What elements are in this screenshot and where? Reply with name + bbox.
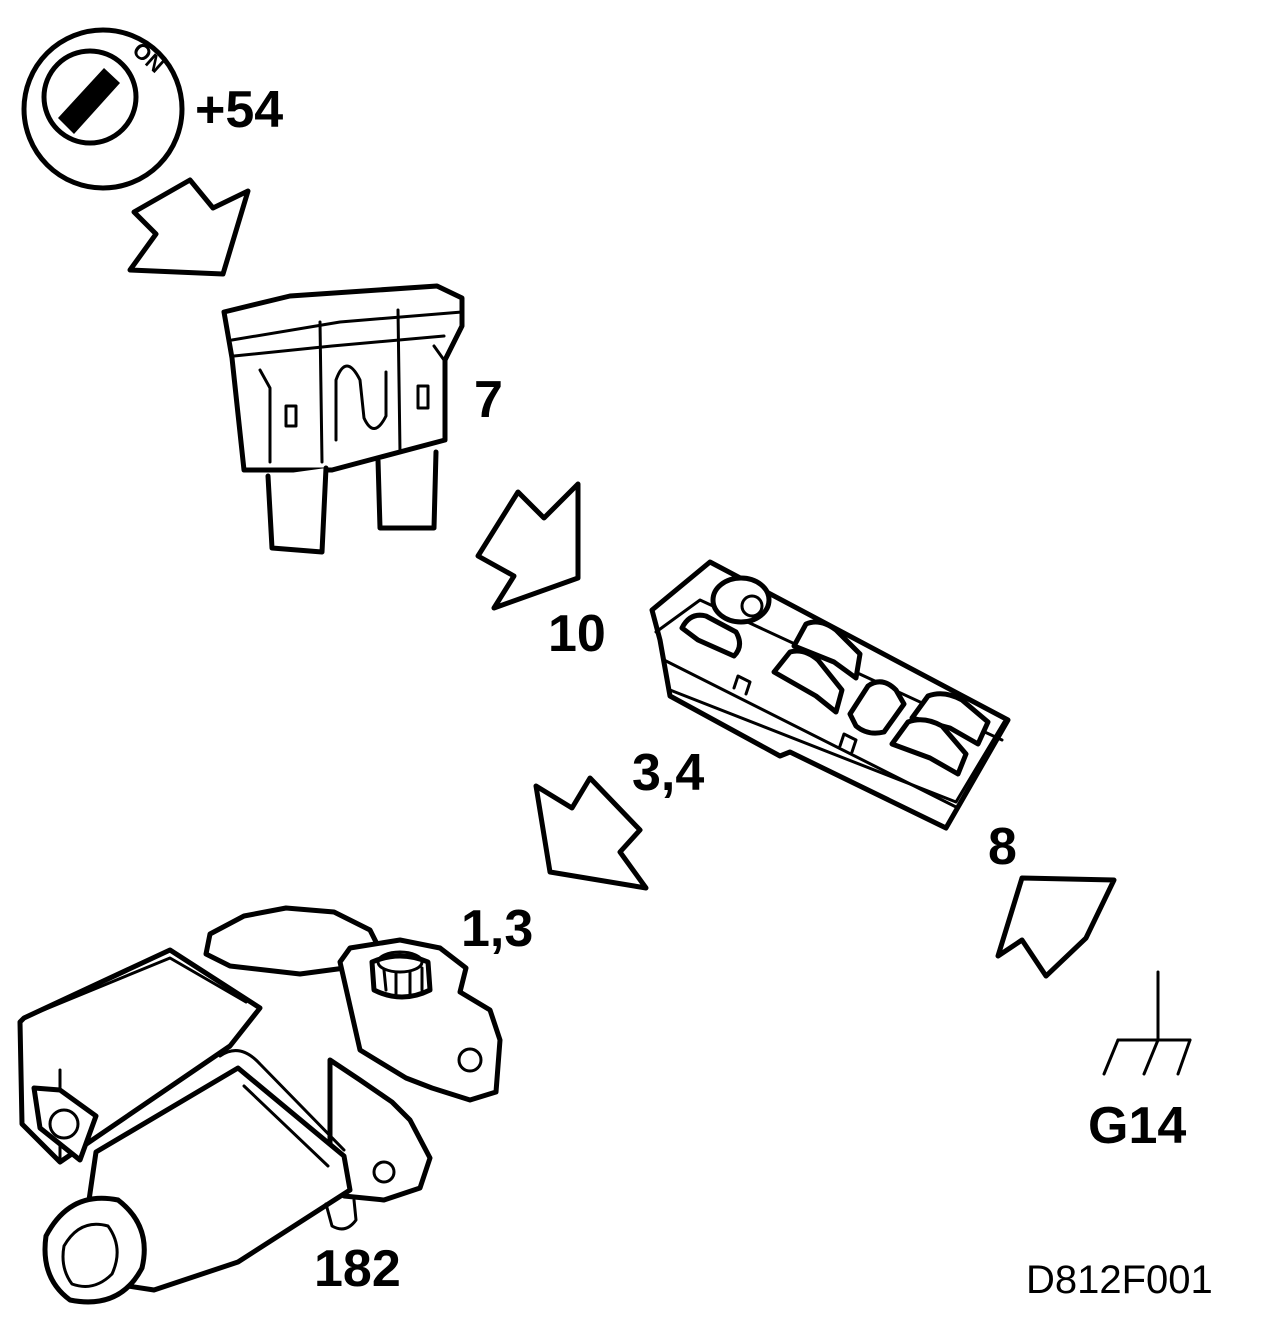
fuse-label: 7 (474, 371, 503, 429)
arrow-switch-to-motor (533, 775, 649, 891)
blade-fuse-icon (221, 283, 465, 555)
window-motor-icon (17, 905, 503, 1305)
ground-label: G14 (1088, 1097, 1186, 1155)
motor-number-label: 182 (314, 1240, 401, 1298)
arrow-ignition-to-fuse (127, 177, 251, 277)
ignition-switch-icon: ON (21, 27, 185, 191)
motor-label: 1,3 (461, 900, 533, 958)
window-switch-panel-icon (649, 559, 1011, 831)
arrow-fuse-to-switch (475, 481, 581, 611)
ground-symbol-icon (1102, 970, 1192, 1076)
arrow-ground-to-switch (995, 875, 1117, 979)
switch-output-label: 3,4 (632, 744, 704, 802)
switch-ground-label: 8 (988, 818, 1017, 876)
ignition-label: +54 (195, 81, 283, 139)
figure-code: D812F001 (1026, 1258, 1213, 1302)
switch-input-label: 10 (548, 605, 606, 663)
